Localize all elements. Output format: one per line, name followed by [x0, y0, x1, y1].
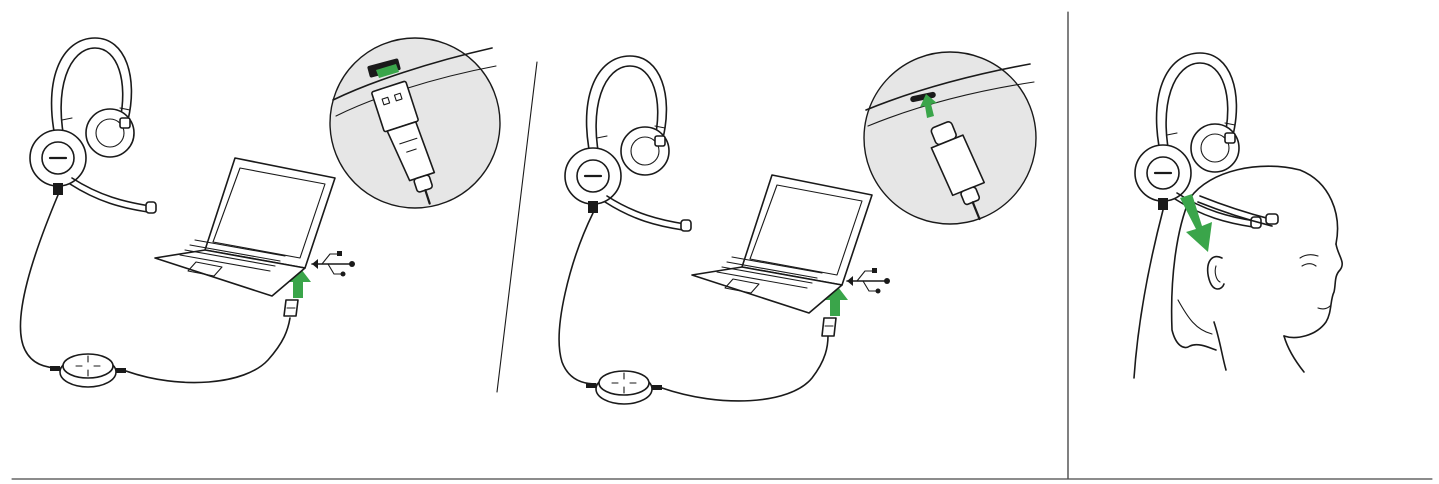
head-profile-icon: [1172, 166, 1343, 372]
green-arrow-icon: [1180, 194, 1212, 252]
usb-a-zoom-detail: [330, 38, 500, 210]
inline-controller-icon: [586, 371, 662, 404]
inline-controller-icon: [50, 354, 126, 387]
headset-cable: [1134, 210, 1163, 378]
headset-cable: [559, 213, 596, 384]
usb-plug-icon: [284, 300, 298, 316]
usb-symbol-icon: [847, 268, 890, 294]
usb-plug-icon: [822, 318, 836, 336]
headset-cable: [20, 195, 60, 368]
panel-wearing: [1134, 53, 1342, 378]
usb-symbol-icon: [312, 251, 355, 277]
laptop-icon: [155, 158, 335, 296]
laptop-icon: [692, 175, 872, 313]
usb-c-zoom-detail: [864, 52, 1036, 226]
headset-icon: [565, 56, 691, 231]
headset-icon: [30, 38, 156, 213]
panel-divider: [497, 62, 537, 392]
panel-usb-c: [559, 52, 1036, 404]
controller-cable: [126, 318, 290, 383]
panel-usb-a: [20, 38, 500, 387]
controller-cable: [662, 336, 828, 401]
